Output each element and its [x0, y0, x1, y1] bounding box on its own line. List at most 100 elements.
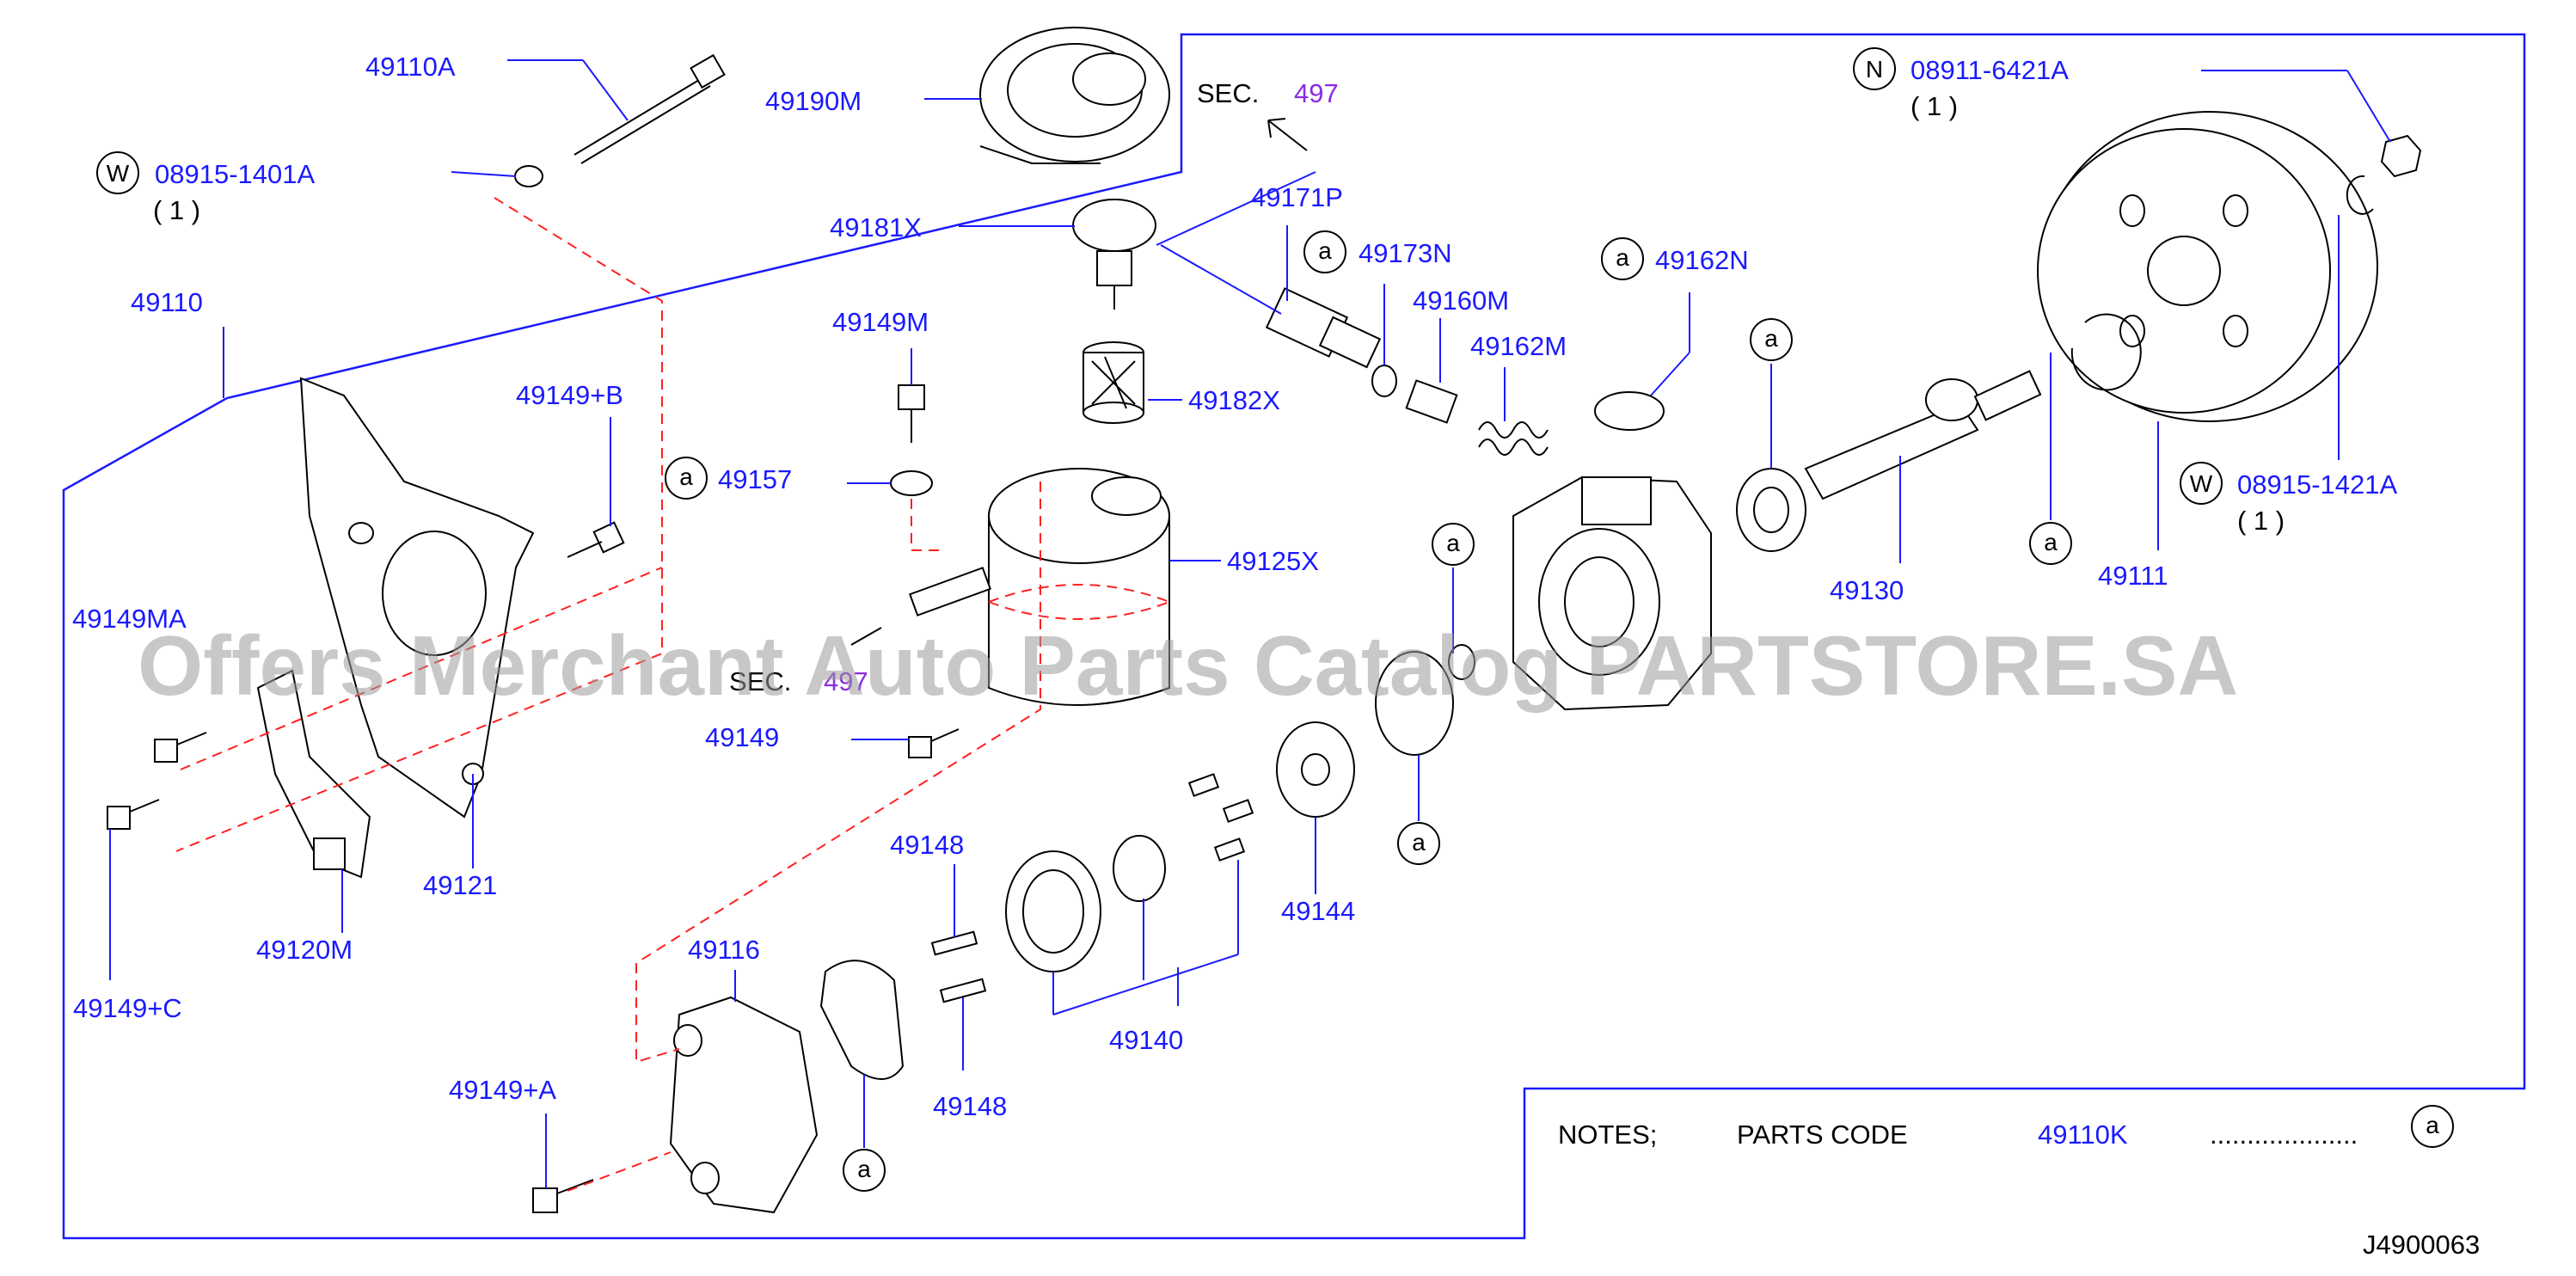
cam-ring-49140-drawing [1005, 835, 1166, 972]
bolt-49110A-drawing [573, 53, 726, 164]
oring-large-drawing [1375, 651, 1454, 756]
bolt-49149M-drawing [898, 384, 925, 443]
oring-small-drawing [1448, 644, 1475, 680]
label-49182X[interactable]: 49182X [1188, 385, 1280, 415]
label-nut-08911-6421A[interactable]: 08911-6421A [1911, 55, 2069, 85]
label-49181X[interactable]: 49181X [830, 212, 922, 242]
label-49140[interactable]: 49140 [1109, 1025, 1183, 1055]
assembly-line-cover-bolt [567, 1151, 672, 1192]
valve-49160M-drawing [1405, 379, 1458, 424]
label-49121[interactable]: 49121 [423, 870, 497, 900]
marker-a-gasket: a [843, 1149, 886, 1192]
washer-08915-1401A-drawing [514, 165, 543, 187]
pump-body-drawing [1512, 475, 1712, 711]
marker-a-text: a [2044, 529, 2058, 555]
label-washer-08915-1401A[interactable]: 08915-1401A [155, 159, 315, 189]
marker-a-49157: a [665, 457, 708, 500]
marker-a-text: a [1764, 325, 1778, 352]
label-washer-right-qty: ( 1 ) [2237, 506, 2285, 536]
label-nut-qty: ( 1 ) [1911, 91, 1958, 121]
bracket-49120M-drawing [256, 669, 371, 879]
label-49149C[interactable]: 49149+C [73, 993, 182, 1023]
marker-w-right: W [2180, 462, 2223, 505]
label-49157[interactable]: 49157 [718, 464, 792, 494]
marker-a-text: a [1446, 530, 1460, 556]
washer-49157-drawing [890, 470, 933, 496]
gasket-drawing [819, 960, 905, 1080]
label-49162M[interactable]: 49162M [1470, 331, 1567, 361]
bolt-49149-drawing [908, 728, 960, 758]
shaft-49130-drawing [1804, 370, 2042, 500]
marker-a-text: a [2426, 1112, 2439, 1138]
parts-code-value[interactable]: 49110K [2038, 1120, 2128, 1150]
label-sec-mid-number[interactable]: 497 [824, 666, 868, 696]
label-49130[interactable]: 49130 [1830, 575, 1904, 605]
pin-49148-upper-drawing [930, 930, 978, 956]
nut-08911-6421A-drawing [2380, 134, 2422, 178]
label-49120M[interactable]: 49120M [256, 935, 353, 965]
pulley-49111-drawing [2037, 111, 2378, 422]
label-49171P[interactable]: 49171P [1251, 182, 1343, 212]
label-sec-top-number[interactable]: 497 [1294, 78, 1339, 108]
label-49149M[interactable]: 49149M [832, 307, 929, 337]
assembly-line-reservoir [635, 482, 1041, 1064]
diagram-id: J4900063 [2363, 1230, 2480, 1260]
sec-mid-arrow [850, 627, 882, 646]
cap-49181X-drawing [1072, 199, 1156, 310]
marker-a-oring-body: a [1432, 523, 1475, 566]
oring-49173N-drawing [1371, 365, 1397, 397]
label-49111[interactable]: 49111 [2098, 561, 2168, 591]
label-49110A[interactable]: 49110A [365, 52, 456, 82]
reservoir-49125X-drawing [908, 468, 1170, 706]
label-49144[interactable]: 49144 [1281, 896, 1355, 926]
washer-08915-1421A-drawing [2346, 175, 2374, 215]
label-49160M[interactable]: 49160M [1413, 285, 1509, 316]
marker-w-left: W [96, 151, 139, 194]
marker-a-circlip: a [2029, 522, 2072, 565]
bolt-49149C-drawing [107, 799, 160, 830]
marker-n-text: N [1866, 56, 1883, 83]
marker-w-right-text: W [2190, 470, 2213, 497]
label-49149[interactable]: 49149 [705, 722, 779, 752]
marker-a-seal: a [1750, 318, 1793, 361]
label-49149MA[interactable]: 49149MA [72, 604, 187, 634]
label-49149B[interactable]: 49149+B [516, 380, 623, 410]
label-49148-lower[interactable]: 49148 [933, 1091, 1007, 1121]
sec-top-arrow [1267, 118, 1308, 151]
label-49116[interactable]: 49116 [688, 935, 760, 965]
watermark: Offers Merchant Auto Parts Catalog PARTS… [138, 618, 2238, 713]
pin-49148-lower-drawing [939, 978, 987, 1003]
label-49173N[interactable]: 49173N [1359, 238, 1452, 268]
marker-a-text: a [857, 1156, 871, 1182]
marker-a-text: a [1616, 244, 1629, 271]
label-49162N[interactable]: 49162N [1655, 245, 1749, 275]
leader-lines [109, 59, 2391, 1188]
circlip-drawing [2070, 313, 2142, 391]
seal-49162N-drawing [1594, 391, 1665, 431]
cover-49116-drawing [669, 996, 819, 1214]
label-49148-upper[interactable]: 49148 [890, 830, 964, 860]
plate-49144-drawing [1276, 721, 1355, 818]
notes-dots: .................... [2210, 1120, 2358, 1150]
oil-seal-drawing [1736, 468, 1806, 552]
label-sec-top: SEC. [1197, 78, 1259, 108]
marker-a-text: a [1318, 237, 1332, 264]
assembly-line-bracket [180, 567, 663, 770]
cap-49190M-drawing [979, 27, 1170, 164]
marker-a-49162N: a [1601, 237, 1644, 280]
assembly-line-left [175, 197, 663, 852]
label-49125X[interactable]: 49125X [1227, 546, 1319, 576]
marker-a-text: a [679, 463, 693, 490]
parts-code-label: PARTS CODE [1737, 1120, 1908, 1150]
label-49110[interactable]: 49110 [131, 287, 203, 317]
marker-a-49173N: a [1303, 230, 1346, 273]
label-washer-08915-1421A[interactable]: 08915-1421A [2237, 469, 2397, 500]
label-49190M[interactable]: 49190M [765, 86, 862, 116]
label-49149A[interactable]: 49149+A [449, 1075, 556, 1105]
notes-label: NOTES; [1558, 1120, 1657, 1150]
assembly-frame [62, 33, 2526, 1240]
bolt-49149A-drawing [532, 1179, 594, 1213]
label-sec-mid: SEC. [729, 666, 791, 696]
marker-a-text: a [1412, 829, 1426, 856]
